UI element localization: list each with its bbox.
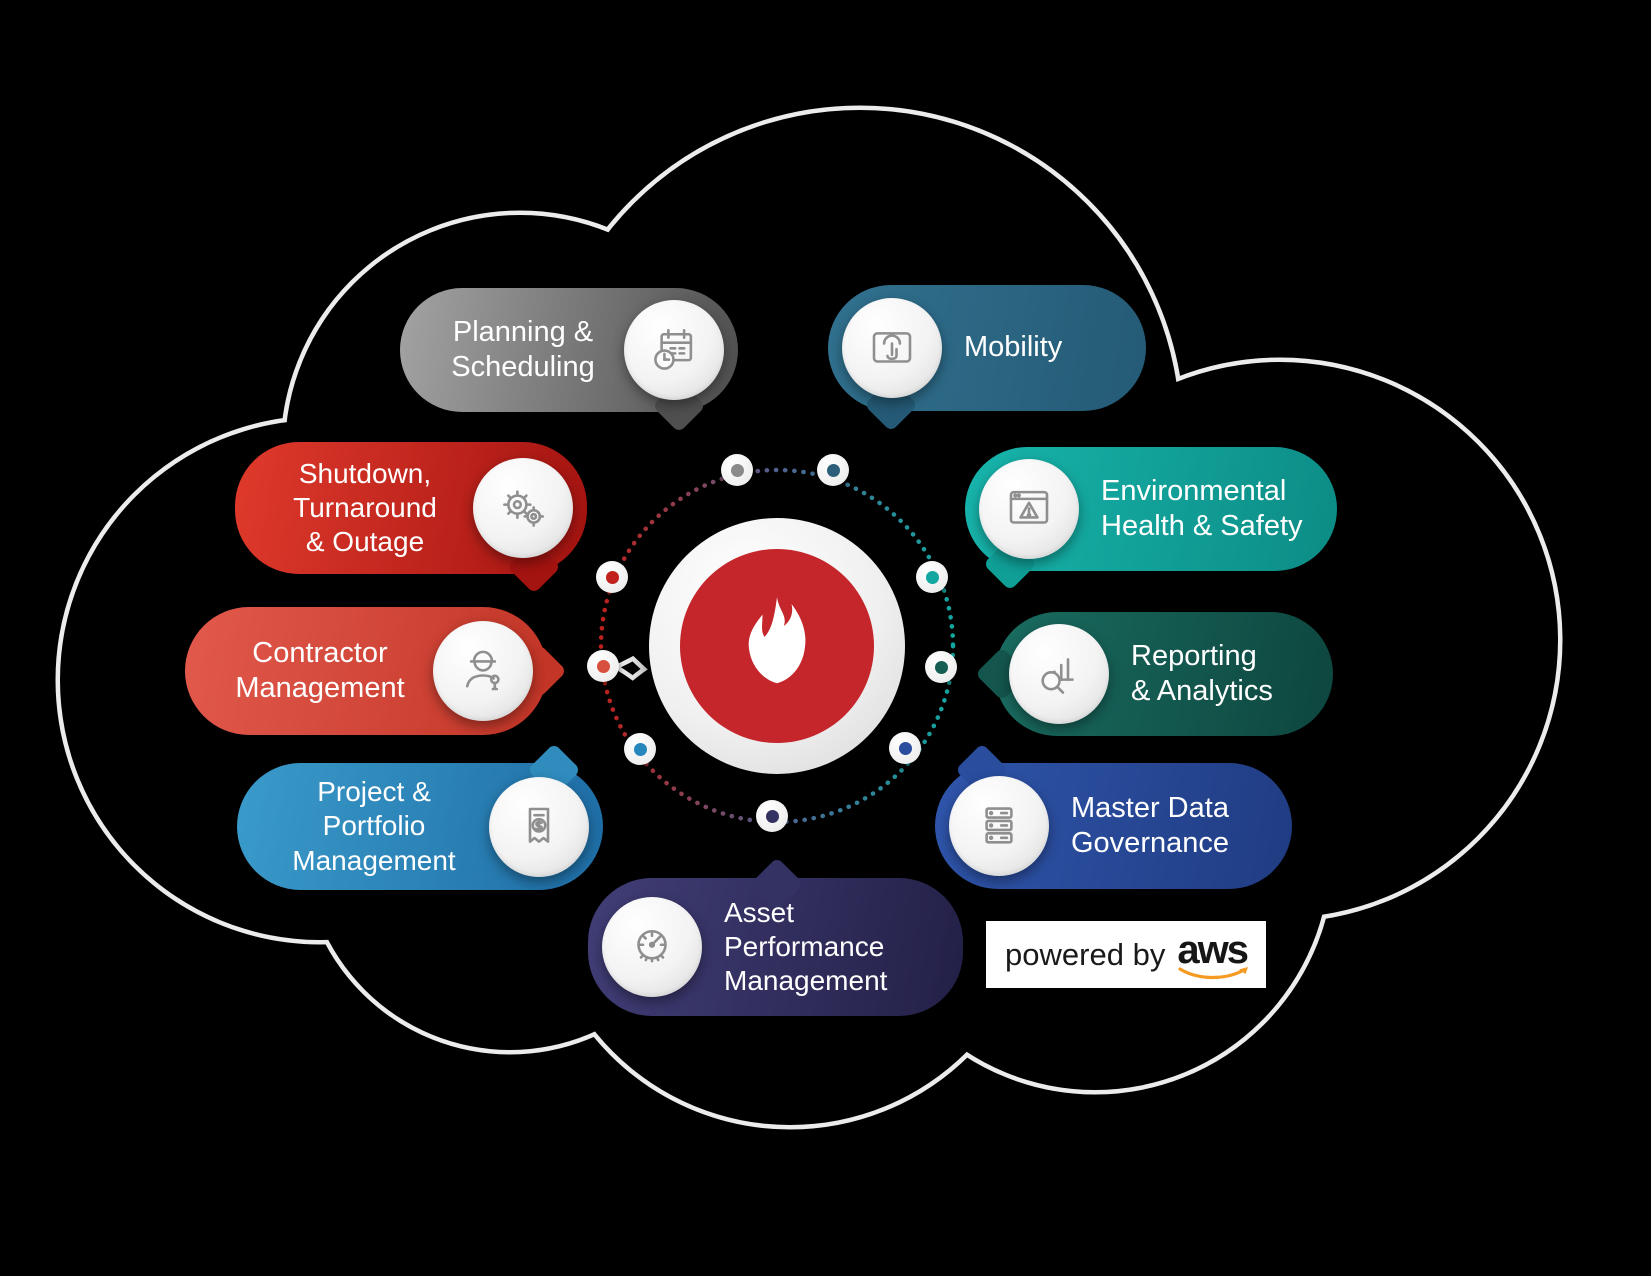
bubble-master-data-governance: Master Data Governance xyxy=(935,743,1292,889)
gauge-icon xyxy=(602,897,702,997)
bubble-mobility: Mobility xyxy=(828,285,1146,432)
ring-node-ehs xyxy=(916,561,948,593)
center-hub xyxy=(649,518,905,774)
flame-icon xyxy=(748,597,806,684)
bubble-asset-performance-management: Asset Performance Management xyxy=(588,857,963,1016)
node-dot xyxy=(596,659,610,673)
bubble-shutdown-turnaround-outage: Shutdown, Turnaround & Outage xyxy=(235,442,587,594)
aws-logo: aws xyxy=(1177,927,1249,980)
aws-wordmark: aws xyxy=(1177,927,1249,972)
powered-by-text: powered by xyxy=(1005,936,1166,972)
bubble-project-portfolio-management: Project & Portfolio Management xyxy=(237,743,603,890)
ring-node-masterdata xyxy=(889,732,921,764)
bubble-contractor-management: Contractor Management xyxy=(185,607,567,735)
bubble-label: Master Data Governance xyxy=(1071,791,1229,859)
bubble-reporting-analytics: Reporting & Analytics xyxy=(975,612,1333,736)
bubble-label: Planning & Scheduling xyxy=(451,315,595,383)
node-dot xyxy=(730,463,744,477)
node-dot xyxy=(934,660,948,674)
ring-node-mobility xyxy=(817,454,849,486)
browser-warning-icon xyxy=(979,459,1079,559)
node-dot xyxy=(765,809,779,823)
node-dot xyxy=(898,741,912,755)
analytics-search-icon xyxy=(1009,624,1109,724)
ring-node-shutdown xyxy=(596,561,628,593)
bubble-label: Mobility xyxy=(964,331,1063,364)
bubble-label: Asset Performance Management xyxy=(724,896,888,997)
bubble-planning-scheduling: Planning & Scheduling xyxy=(400,288,738,433)
ring-node-reporting xyxy=(925,651,957,683)
server-stack-icon xyxy=(949,776,1049,876)
powered-by-aws-badge: powered by aws xyxy=(986,921,1266,988)
gears-icon xyxy=(473,458,573,558)
ring-node-planning xyxy=(721,454,753,486)
bubble-environmental-health-safety: Environmental Health & Safety xyxy=(965,447,1337,591)
node-dot xyxy=(605,570,619,584)
bubble-label: Reporting & Analytics xyxy=(1131,639,1273,707)
node-dot xyxy=(633,742,647,756)
contractor-icon xyxy=(433,621,533,721)
ring-node-contractor xyxy=(587,650,619,682)
aws-smile-icon xyxy=(1178,966,1249,979)
calendar-clock-icon xyxy=(624,300,724,400)
bubble-label: Project & Portfolio Management xyxy=(292,776,456,876)
bubble-label: Contractor Management xyxy=(235,636,405,704)
node-dot xyxy=(826,463,840,477)
ring-node-asset xyxy=(756,800,788,832)
bubble-label: Shutdown, Turnaround & Outage xyxy=(293,457,437,558)
ring-node-project xyxy=(624,733,656,765)
node-dot xyxy=(925,570,939,584)
invoice-icon xyxy=(489,776,589,877)
touch-screen-icon xyxy=(842,298,942,398)
bubble-label: Environmental Health & Safety xyxy=(1101,474,1303,542)
flame-logo xyxy=(680,549,874,743)
